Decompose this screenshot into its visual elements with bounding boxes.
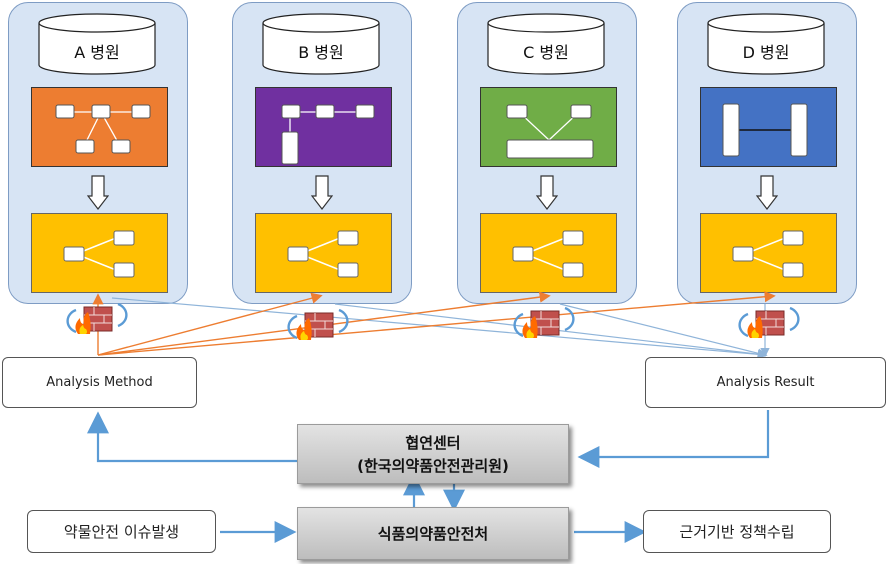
database-icon: D 병원	[706, 13, 826, 75]
hospital-panel-d: D 병원	[677, 2, 857, 304]
hospital-label: B 병원	[298, 43, 344, 62]
analysis-result-label: Analysis Result	[716, 375, 815, 390]
center-box: 협연센터 (한국의약품안전관리원)	[297, 424, 569, 484]
issue-label: 약물안전 이슈발생	[63, 523, 180, 541]
result-line-a	[111, 297, 768, 360]
local-schema	[255, 87, 392, 167]
down-arrow-icon	[756, 175, 778, 210]
analysis-method-label: Analysis Method	[46, 375, 153, 390]
center-title: 협연센터	[405, 434, 461, 452]
database-icon: A 병원	[37, 13, 157, 75]
hospital-panel-a: A 병원	[8, 2, 188, 304]
policy-box: 근거기반 정책수립	[643, 510, 831, 553]
mfds-box: 식품의약품안전처	[297, 507, 569, 560]
method-line-d	[97, 291, 776, 356]
common-data-model	[31, 213, 168, 293]
firewall-icon	[287, 306, 349, 342]
hospital-label: D 병원	[742, 43, 790, 62]
local-schema	[31, 87, 168, 167]
result-line-c	[559, 303, 768, 358]
database-icon: C 병원	[486, 13, 606, 75]
analysis-method-box: Analysis Method	[2, 357, 197, 408]
down-arrow-icon	[311, 175, 333, 210]
method-line-b	[97, 292, 323, 356]
firewall-icon	[738, 304, 800, 340]
hospital-panel-b: B 병원	[232, 2, 412, 304]
flow-result-to-center	[577, 410, 770, 468]
center-subtitle: (한국의약품안전관리원)	[357, 457, 509, 475]
down-arrow-icon	[536, 175, 558, 210]
common-data-model	[480, 213, 617, 293]
issue-box: 약물안전 이슈발생	[27, 510, 216, 553]
local-schema	[480, 87, 617, 167]
hospital-label: C 병원	[523, 43, 569, 62]
local-schema	[700, 87, 837, 167]
flow-center-to-method	[87, 411, 298, 463]
firewall-icon	[66, 300, 128, 336]
database-icon: B 병원	[261, 13, 381, 75]
common-data-model	[255, 213, 392, 293]
analysis-result-box: Analysis Result	[645, 357, 886, 408]
firewall-icon	[513, 304, 575, 340]
down-arrow-icon	[87, 175, 109, 210]
mfds-label: 식품의약품안전처	[377, 525, 489, 543]
policy-label: 근거기반 정책수립	[679, 523, 795, 541]
common-data-model	[700, 213, 837, 293]
hospital-panel-c: C 병원	[457, 2, 637, 304]
hospital-label: A 병원	[74, 43, 120, 62]
